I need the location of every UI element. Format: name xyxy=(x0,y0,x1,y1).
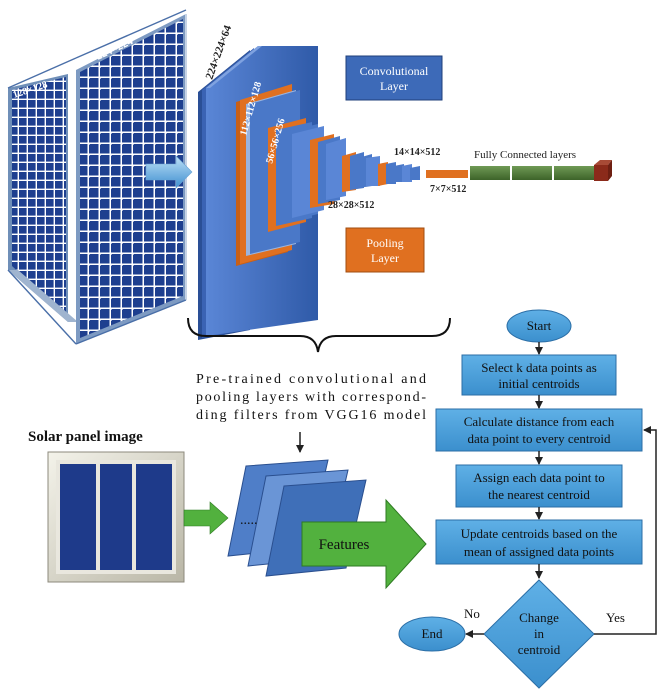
legend-conv: Convolutional Layer xyxy=(345,55,443,101)
panel-to-cnn-arrow xyxy=(145,155,193,189)
end-label: End xyxy=(422,626,443,641)
step1-line2: initial centroids xyxy=(498,376,579,391)
decision-line1: Change xyxy=(519,610,559,625)
decision-line2: in xyxy=(534,626,545,641)
caption-line3: ding filters from VGG16 model xyxy=(196,408,426,423)
final-pool-block xyxy=(426,170,468,178)
step3-box xyxy=(455,464,623,508)
legend-pool-line1: Pooling xyxy=(366,236,403,250)
pool-dims-label: 7×7×512 xyxy=(430,184,466,195)
step2-line2: data point to every centroid xyxy=(468,431,611,446)
block4-dims-label: 28×28×512 xyxy=(328,200,374,211)
step4-line1: Update centroids based on the xyxy=(461,526,618,541)
yes-loop-arrow xyxy=(594,426,657,635)
cnn-architecture: 224×224×64 112×112×128 56×56×256 xyxy=(198,23,612,340)
step2-box xyxy=(435,408,643,452)
cnn-curly-brace xyxy=(187,317,451,353)
step4-line2: mean of assigned data points xyxy=(464,544,614,559)
step1-box xyxy=(461,354,617,396)
decision-diamond xyxy=(483,579,595,689)
yes-label: Yes xyxy=(606,610,625,625)
no-label: No xyxy=(464,606,480,621)
start-label: Start xyxy=(527,318,552,333)
stack-ellipsis: ..... xyxy=(240,513,258,528)
conv-block-6 xyxy=(378,162,420,186)
kmeans-flowchart: Start Select k data points as initial ce… xyxy=(398,309,657,689)
vgg16-caption: Pre-trained convolutional and pooling la… xyxy=(196,372,426,423)
features-label: Features xyxy=(319,537,370,553)
caption-line1: Pre-trained convolutional and xyxy=(196,372,426,387)
panel-connectors xyxy=(7,9,187,345)
features-arrow: Features xyxy=(301,498,427,590)
step3-line1: Assign each data point to xyxy=(473,470,604,485)
legend-conv-line2: Layer xyxy=(380,79,408,93)
end-node xyxy=(398,616,466,652)
small-solar-panel xyxy=(8,74,78,322)
caption-line2: pooling layers with correspond- xyxy=(196,390,426,405)
block5-dims-label: 14×14×512 xyxy=(394,147,440,158)
legend-conv-line1: Convolutional xyxy=(360,64,429,78)
conv-block-5 xyxy=(342,152,380,192)
image-to-cnn-arrow xyxy=(183,501,229,535)
step4-box xyxy=(435,519,643,565)
decision-line3: centroid xyxy=(518,642,561,657)
legend-pool: Pooling Layer xyxy=(345,227,425,273)
fc-layers-label: Fully Connected layers xyxy=(474,149,576,161)
solar-panels-group: 128×128 224×224 xyxy=(7,9,193,345)
solar-image-label: Solar panel image xyxy=(28,429,143,445)
fully-connected-layers xyxy=(470,160,612,181)
solar-panel-image xyxy=(47,451,185,583)
step1-line1: Select k data points as xyxy=(481,360,597,375)
step3-line2: the nearest centroid xyxy=(488,487,590,502)
legend-pool-line2: Layer xyxy=(371,251,399,265)
conv-block-4 xyxy=(310,134,346,208)
step2-line1: Calculate distance from each xyxy=(464,414,615,429)
large-solar-panel xyxy=(76,14,187,344)
